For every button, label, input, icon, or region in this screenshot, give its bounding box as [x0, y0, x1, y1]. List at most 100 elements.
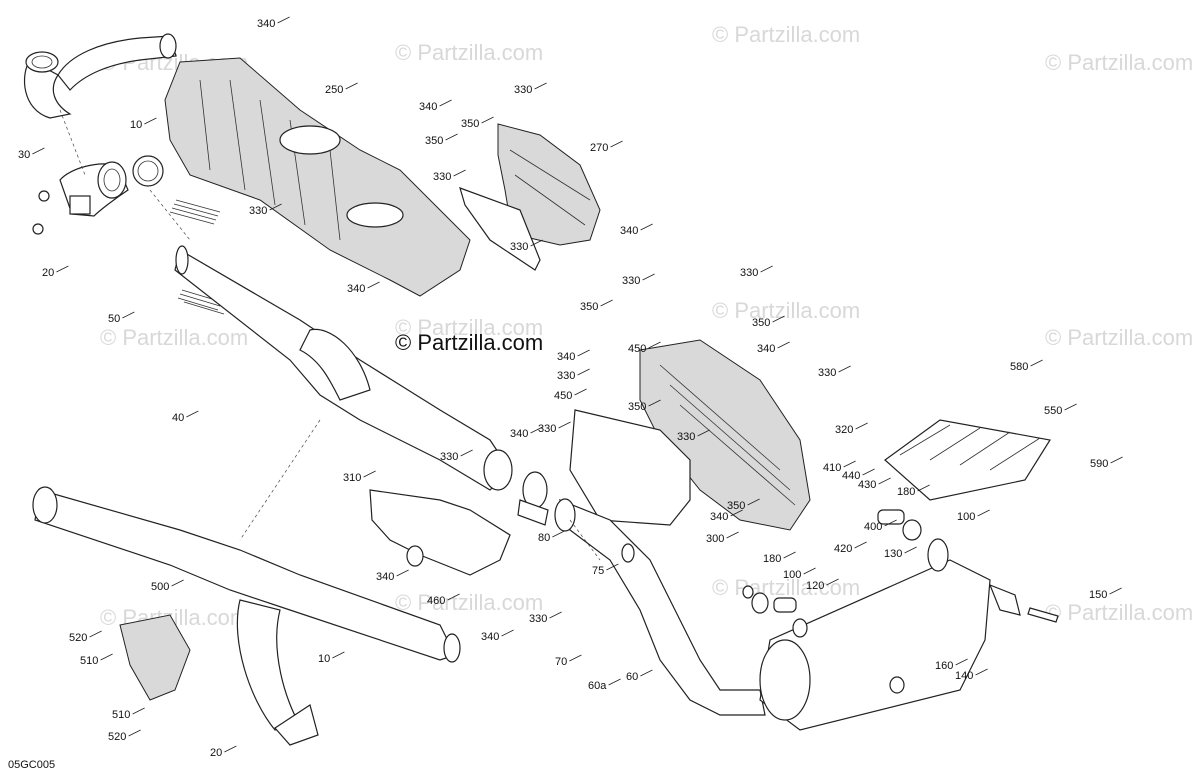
leader-line [838, 365, 851, 373]
leader-line [569, 654, 582, 662]
part-bushings [742, 509, 922, 694]
callout-350: 350 [461, 118, 479, 130]
leader-line [862, 468, 875, 476]
leader-line [224, 745, 237, 753]
part-20-nut [32, 223, 44, 235]
callout-100: 100 [957, 511, 975, 523]
leader-line [600, 299, 613, 307]
part-10-gasket [132, 155, 164, 187]
callout-500: 500 [151, 581, 169, 593]
leader-line [89, 630, 102, 638]
callout-350: 350 [727, 500, 745, 512]
leader-line [549, 611, 562, 619]
leader-line [1109, 587, 1122, 595]
watermark-text: © Partzilla.com [100, 325, 248, 350]
part-150-bolt [1027, 607, 1059, 623]
part-250-heat-shield [164, 57, 471, 297]
leader-line [439, 99, 452, 107]
callout-330: 330 [538, 423, 556, 435]
leader-line [132, 707, 145, 715]
leader-line [1030, 359, 1043, 367]
watermark-text: © Partzilla.com [712, 575, 860, 600]
watermark-text: © Partzilla.com [395, 40, 543, 65]
leader-line [481, 116, 494, 124]
callout-340: 340 [347, 283, 365, 295]
leader-line [855, 422, 868, 430]
part-270-shield [497, 123, 601, 246]
callout-330: 330 [440, 451, 458, 463]
leader-line [577, 349, 590, 357]
callout-330: 330 [514, 84, 532, 96]
leader-line [56, 265, 69, 273]
watermark-text: © Partzilla.com [712, 22, 860, 47]
leader-line [760, 265, 773, 273]
callout-440: 440 [842, 470, 860, 482]
leader-line [648, 399, 661, 407]
callout-330: 330 [529, 613, 547, 625]
callout-30: 30 [18, 149, 30, 161]
callout-450: 450 [628, 343, 646, 355]
watermark-layer: © Partzilla.com © Partzilla.com © Partzill… [100, 22, 1193, 630]
part-500-guard [119, 614, 191, 701]
leader-line [32, 147, 45, 155]
callout-80: 80 [538, 532, 550, 544]
callout-40: 40 [172, 412, 184, 424]
leader-line [363, 470, 376, 478]
callout-320: 320 [835, 424, 853, 436]
leader-line [445, 133, 458, 141]
leader-line [367, 281, 380, 289]
leader-line [955, 658, 968, 666]
leader-line [171, 579, 184, 587]
callout-330: 330 [510, 241, 528, 253]
callout-60a: 60a [588, 680, 607, 692]
leader-line [558, 421, 571, 429]
callout-340: 340 [257, 18, 275, 30]
leader-line [460, 449, 473, 457]
callout-350: 350 [580, 301, 598, 313]
callout-590: 590 [1090, 458, 1108, 470]
callout-340: 340 [557, 351, 575, 363]
leader-line [826, 578, 839, 586]
leader-line [269, 203, 282, 211]
callout-180: 180 [763, 553, 781, 565]
callout-450: 450 [554, 390, 572, 402]
leader-line [552, 530, 565, 538]
callout-340: 340 [481, 631, 499, 643]
leader-line [608, 678, 621, 686]
leader-line [642, 273, 655, 281]
leader-line [574, 388, 587, 396]
leader-line [726, 531, 739, 539]
part-bracket-upper [459, 187, 541, 271]
callout-340: 340 [419, 101, 437, 113]
callout-340: 340 [757, 343, 775, 355]
part-drawings [24, 33, 1059, 746]
callout-100: 100 [783, 569, 801, 581]
leader-line [606, 563, 619, 571]
callout-340: 340 [376, 571, 394, 583]
callout-350: 350 [425, 135, 443, 147]
leader-line [640, 223, 653, 231]
leader-line [186, 410, 199, 418]
brand-label: © Partzilla.com [395, 330, 543, 355]
leader-line [122, 311, 135, 319]
part-550-plate [884, 419, 1051, 501]
leader-line [777, 341, 790, 349]
callout-330: 330 [677, 431, 695, 443]
part-40-mid-pipe [174, 245, 513, 491]
watermark-text: © Partzilla.com [395, 590, 543, 615]
part-60-exhaust-pipe [554, 498, 766, 716]
callout-300: 300 [706, 533, 724, 545]
part-muffler [759, 538, 1021, 731]
part-310-bracket [369, 489, 511, 576]
part-nut-upper [38, 190, 50, 202]
callout-410: 410 [823, 462, 841, 474]
leader-line [884, 519, 897, 527]
leader-line [144, 117, 157, 125]
callout-70: 70 [555, 656, 567, 668]
leader-line [128, 729, 141, 737]
part-50-springs [169, 199, 225, 315]
leader-line [345, 82, 358, 90]
watermark-text: © Partzilla.com [1045, 50, 1193, 75]
leader-line [747, 498, 760, 506]
